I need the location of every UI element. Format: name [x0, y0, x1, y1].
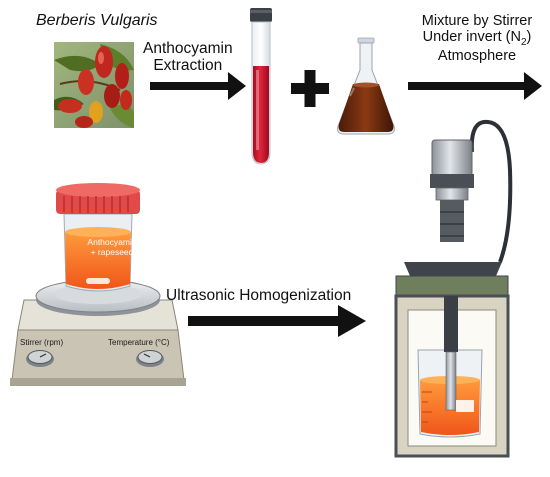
stirrer-dial: [26, 350, 54, 367]
jar-label-line1: Anthocyamin: [87, 237, 137, 247]
jar-label-line2: + rapeseed: [90, 246, 134, 257]
mixture-label-subscript: 2: [520, 37, 527, 49]
ultrasonic-label: Ultrasonic Homogenization: [166, 287, 352, 304]
berberis-photo: [54, 42, 134, 128]
extraction-label: Anthocyamin Extraction: [143, 40, 233, 75]
mixture-flask: [337, 37, 395, 135]
mixture-label: Mixture by Stirrer Under invert (N2) Atm…: [404, 13, 550, 65]
arrow-right-icon: [150, 72, 246, 100]
plant-label: Berberis Vulgaris: [36, 12, 158, 29]
temperature-dial-label: Temperature (°C): [108, 338, 170, 347]
arrow-right-icon: [188, 305, 366, 337]
sample-jar: [56, 183, 140, 292]
ultrasonic-homogenizer: [394, 119, 513, 458]
jar-label: Anthocyamin + rapeseed: [78, 237, 146, 258]
extraction-label-line2: Extraction: [153, 57, 223, 75]
extraction-label-line1: Anthocyamin: [143, 40, 233, 57]
extract-test-tube: [250, 8, 272, 165]
mixture-label-line1: Mixture by Stirrer: [421, 13, 533, 29]
mixture-label-line2-text: Under invert (N: [422, 29, 521, 46]
mixture-label-line2: Under invert (N2): [404, 29, 550, 48]
plus-icon: [291, 70, 329, 107]
mixture-label-line2-suffix: ): [526, 29, 532, 46]
temperature-dial: [136, 350, 164, 367]
arrow-right-icon: [408, 72, 542, 100]
hotplate-stirrer: [10, 183, 186, 386]
mixture-label-line3: Atmosphere: [437, 48, 517, 65]
stirrer-dial-label: Stirrer (rpm): [20, 338, 64, 347]
